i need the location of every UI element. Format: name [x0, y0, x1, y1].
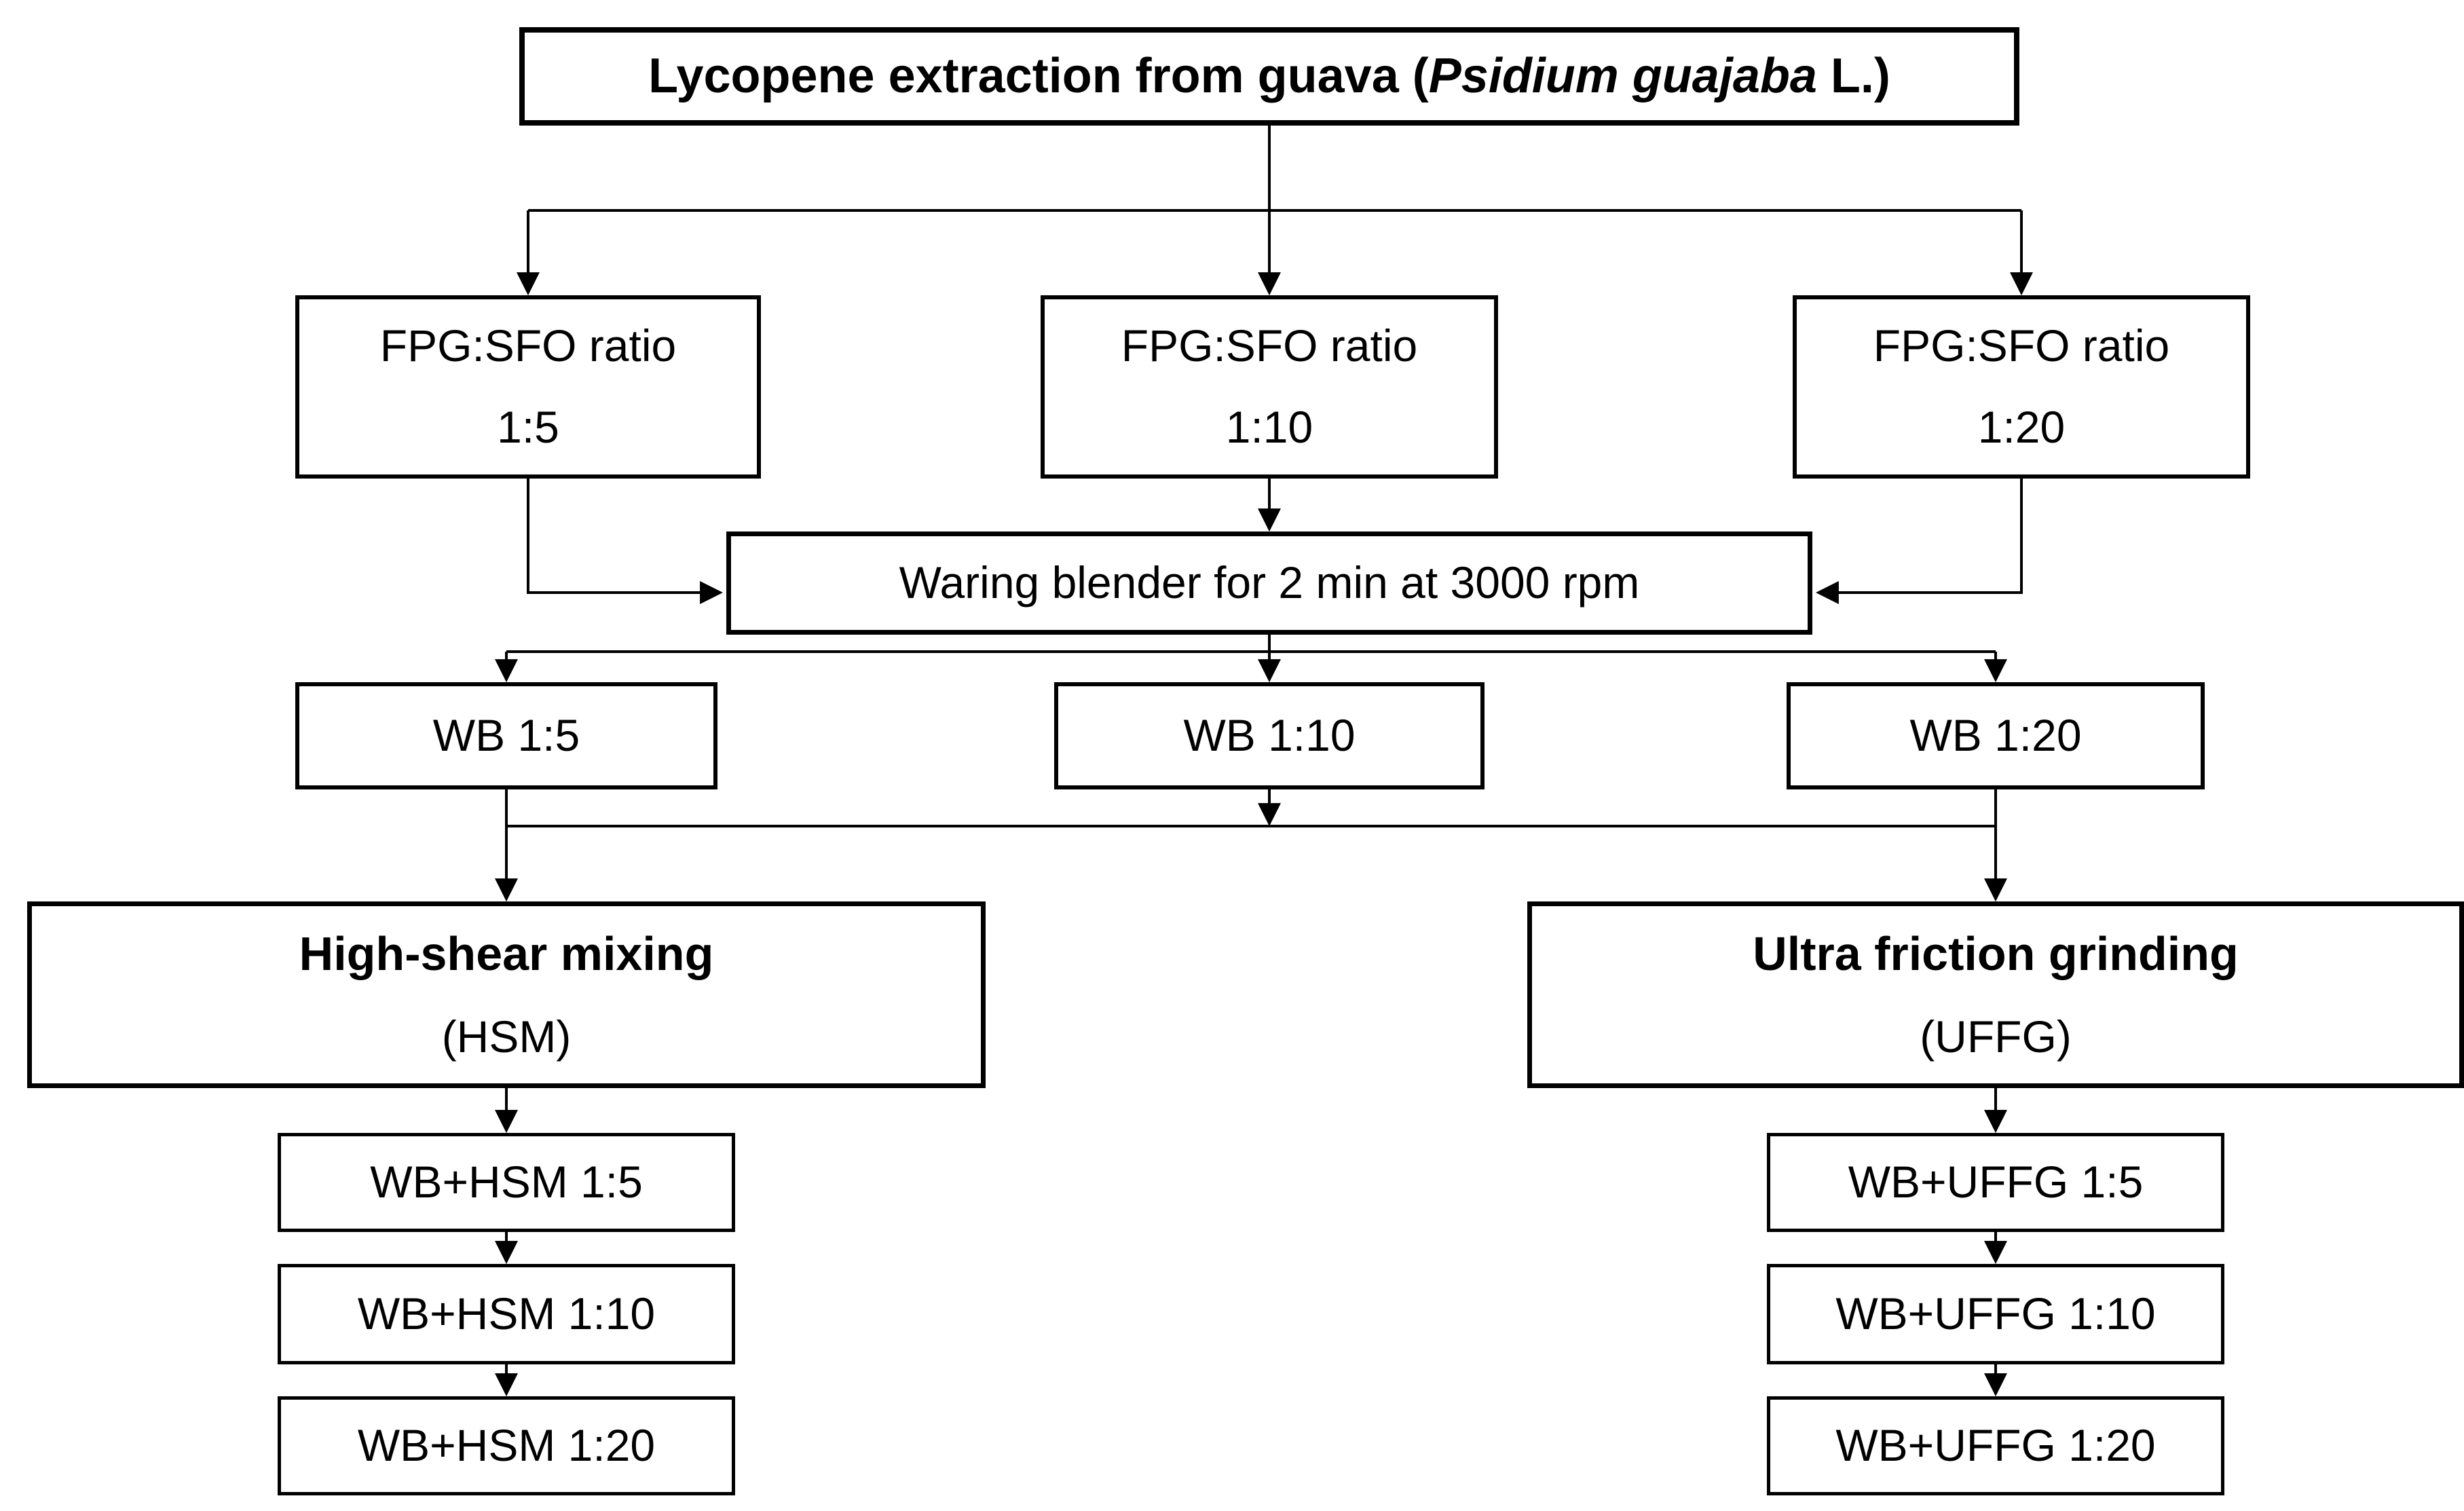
- wb-hsm-1-10-label: WB+HSM 1:10: [357, 1288, 656, 1339]
- wb-uffg-1-5-label: WB+UFFG 1:5: [1848, 1157, 2144, 1208]
- node-fpg-ratio-1-20: FPG:SFO ratio 1:20: [1793, 295, 2250, 479]
- node-title: Lycopene extraction from guava (Psidium …: [519, 27, 2019, 126]
- title-prefix: Lycopene extraction from guava (: [648, 48, 1429, 103]
- fpg-1-5-line1: FPG:SFO ratio: [379, 320, 677, 371]
- waring-blender-label: Waring blender for 2 min at 3000 rpm: [899, 557, 1640, 608]
- uffg-abbr: (UFFG): [1920, 1011, 2072, 1062]
- uffg-name: Ultra friction grinding: [1753, 927, 2239, 981]
- wb-uffg-1-20-label: WB+UFFG 1:20: [1835, 1420, 2156, 1471]
- node-ultra-friction-grinding: Ultra friction grinding (UFFG): [1527, 901, 2464, 1088]
- wb-uffg-1-10-label: WB+UFFG 1:10: [1835, 1288, 2156, 1339]
- title-suffix: L.): [1816, 48, 1890, 103]
- fpg-1-10-line2: 1:10: [1225, 402, 1313, 452]
- node-wb-hsm-1-10: WB+HSM 1:10: [278, 1264, 735, 1364]
- node-wb-uffg-1-5: WB+UFFG 1:5: [1767, 1133, 2224, 1232]
- node-wb-hsm-1-5: WB+HSM 1:5: [278, 1133, 735, 1232]
- hsm-abbr: (HSM): [441, 1011, 572, 1062]
- node-fpg-ratio-1-5: FPG:SFO ratio 1:5: [295, 295, 761, 479]
- arrow-fpg120-to-blender: [1815, 479, 2023, 604]
- node-high-shear-mixing: High-shear mixing (HSM): [27, 901, 986, 1088]
- wb-hsm-1-5-label: WB+HSM 1:5: [370, 1157, 643, 1208]
- node-wb-1-5: WB 1:5: [295, 682, 717, 789]
- fpg-1-10-line1: FPG:SFO ratio: [1121, 320, 1418, 371]
- node-waring-blender: Waring blender for 2 min at 3000 rpm: [726, 531, 1812, 635]
- wb-1-5-label: WB 1:5: [432, 710, 580, 761]
- title-species-italic: Psidium guajaba: [1428, 48, 1817, 103]
- wb-1-20-label: WB 1:20: [1909, 710, 2082, 761]
- hsm-name: High-shear mixing: [299, 927, 714, 981]
- wb-1-10-label: WB 1:10: [1183, 710, 1356, 761]
- node-wb-uffg-1-20: WB+UFFG 1:20: [1767, 1396, 2224, 1495]
- node-wb-uffg-1-10: WB+UFFG 1:10: [1767, 1264, 2224, 1364]
- fpg-1-20-line1: FPG:SFO ratio: [1873, 320, 2170, 371]
- arrow-fpg15-to-blender: [527, 479, 724, 604]
- node-wb-1-20: WB 1:20: [1787, 682, 2205, 789]
- wb-hsm-1-20-label: WB+HSM 1:20: [357, 1420, 656, 1471]
- fpg-1-20-line2: 1:20: [1977, 402, 2066, 452]
- node-wb-1-10: WB 1:10: [1054, 682, 1485, 789]
- node-fpg-ratio-1-10: FPG:SFO ratio 1:10: [1041, 295, 1498, 479]
- node-wb-hsm-1-20: WB+HSM 1:20: [278, 1396, 735, 1495]
- fpg-1-5-line2: 1:5: [497, 402, 559, 452]
